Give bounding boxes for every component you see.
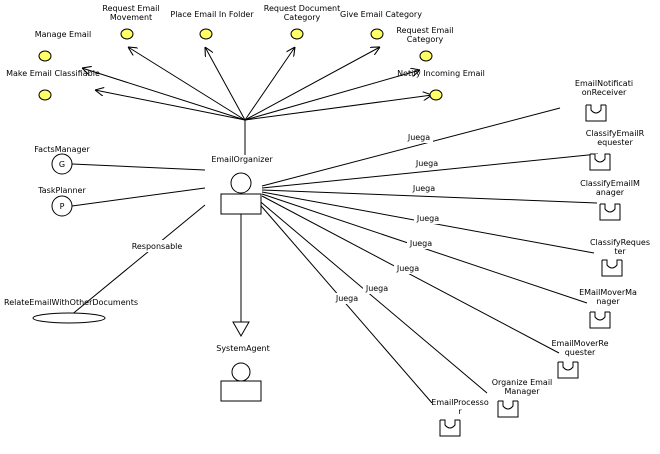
goal-node [38,50,52,62]
role-edge-label-bg [414,213,442,224]
role-edge-label-bg [410,183,438,194]
goal-node [419,50,433,62]
task-edge [69,204,206,317]
superclass-body [220,380,262,402]
role-edge-label-bg [363,283,391,294]
inheritance-arrowhead [232,321,250,338]
resource-label: TaskPlanner [37,186,86,195]
role-node [439,419,461,437]
goal-edge [244,70,420,121]
resource-edge [71,187,206,207]
role-edge [261,153,599,189]
role-node [599,203,621,221]
superclass-head [231,362,251,382]
goal-label: Make Email Classifiable [6,69,100,78]
goal-node [429,89,443,101]
role-node [557,361,579,379]
task-edge-label-bg [128,240,188,252]
goal-node [370,28,384,40]
goal-edge [205,47,246,121]
center-agent-body [220,193,262,215]
role-node [497,400,519,418]
task-label: RelateEmailWithOtherDocuments [4,298,138,307]
goal-node [290,28,304,40]
superclass-label: SystemAgent [216,344,270,353]
task-edge-label: Responsable [132,242,183,251]
goal-edge [95,90,246,121]
role-edge-label: Juega [335,294,358,303]
resource-symbol: P [60,202,65,211]
role-edge-label-bg [405,132,433,143]
resource-edge [71,163,206,171]
resource-label: FactsManager [34,145,90,154]
task-node [32,312,106,324]
role-edge-label: Juega [407,133,430,142]
goal-node [38,89,52,101]
role-edge-label: Juega [416,214,439,223]
resource-node [51,153,73,175]
goal-edge [128,47,246,121]
goal-edge [244,47,380,121]
role-node [601,259,623,277]
role-edge-label: Juega [396,264,419,273]
role-edge [261,107,561,187]
goal-label: Manage Email [35,30,92,39]
goal-label: Notify Incoming Email [397,69,485,78]
role-edge [255,197,488,394]
role-edge [261,189,598,204]
goal-edge [82,68,246,121]
role-edge-label: Juega [415,159,438,168]
goal-label: Place Email In Folder [170,10,254,19]
role-node [589,311,611,329]
role-edge [261,195,560,354]
goal-edge [244,47,295,121]
goal-node [199,28,213,40]
role-edge-label-bg [394,263,422,274]
role-edge-label-bg [333,293,361,304]
goal-label: Give Email Category [340,10,422,19]
role-edge-label: Juega [412,184,435,193]
center-agent-head [230,172,252,194]
center-agent-label: EmailOrganizer [211,155,273,164]
resource-symbol: G [59,160,65,169]
resource-node [51,195,73,217]
role-edge-label-bg [407,238,435,249]
role-node [589,153,611,171]
role-edge-label-bg [413,158,441,169]
goal-node [120,28,134,40]
role-node [585,104,607,122]
role-edge-label: Juega [365,284,388,293]
role-edge-label: Juega [409,239,432,248]
goal-edge [244,95,432,121]
